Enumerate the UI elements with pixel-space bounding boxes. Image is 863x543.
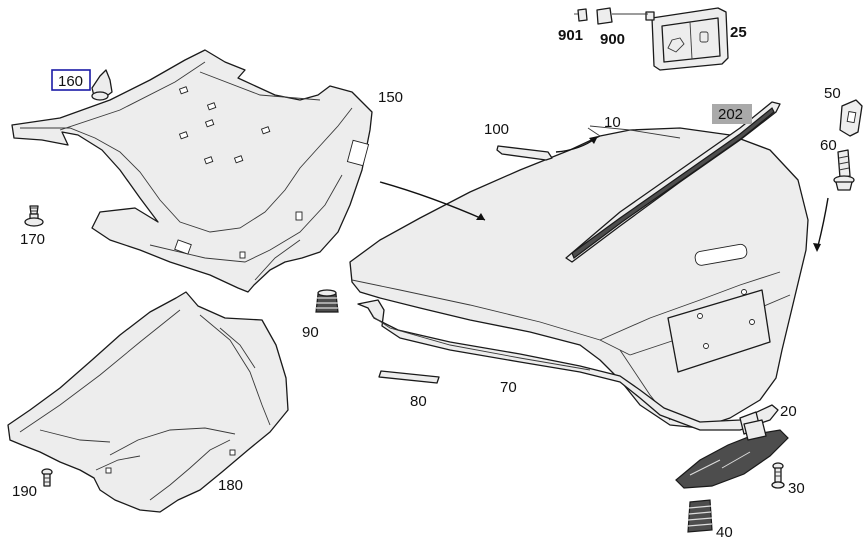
callout-50: 50 [824,85,841,102]
callout-100: 100 [484,121,509,138]
part-20-latch[interactable] [675,411,789,489]
part-180-insulation-mat[interactable] [7,291,289,513]
part-80-strip[interactable] [378,370,440,384]
callout-60: 60 [820,137,837,154]
part-170-screw[interactable] [24,205,44,227]
callout-25: 25 [730,24,747,41]
part-160-clip[interactable] [91,69,113,101]
part-25-switch[interactable] [645,7,729,71]
part-100-trim-piece[interactable] [496,145,553,161]
callout-labels: 160 150 170 180 190 90 80 70 100 10 202 … [12,24,841,541]
part-70-seal-strip[interactable] [357,299,779,431]
part-60-bolt[interactable] [833,149,855,191]
highlight-box-160 [51,69,91,91]
part-90-rubber-buffer[interactable] [315,289,339,313]
assembly-arrows [379,136,829,252]
callout-30: 30 [788,480,805,497]
callout-901: 901 [558,27,583,44]
tag-box-202 [712,104,752,124]
callout-160: 160 [58,73,83,90]
part-900-connector[interactable] [596,7,648,25]
callout-40: 40 [716,524,733,541]
part-30-screw[interactable] [771,462,785,489]
callout-20: 20 [780,403,797,420]
callout-170: 170 [20,231,45,248]
part-150-inner-trim-panel[interactable] [11,49,373,293]
callout-10: 10 [604,114,621,131]
part-10-trunk-lid[interactable] [349,125,809,429]
callout-900: 900 [600,31,625,48]
callout-190: 190 [12,483,37,500]
callout-202: 202 [718,106,743,123]
part-901-connector[interactable] [574,8,588,22]
callout-90: 90 [302,324,319,341]
callout-180: 180 [218,477,243,494]
callout-70: 70 [500,379,517,396]
part-202-spoiler-strip[interactable] [565,101,781,263]
part-40-buffer[interactable] [687,499,713,533]
part-190-screw[interactable] [41,468,53,487]
part-50-bracket[interactable] [839,99,863,137]
callout-150: 150 [378,89,403,106]
callout-80: 80 [410,393,427,410]
